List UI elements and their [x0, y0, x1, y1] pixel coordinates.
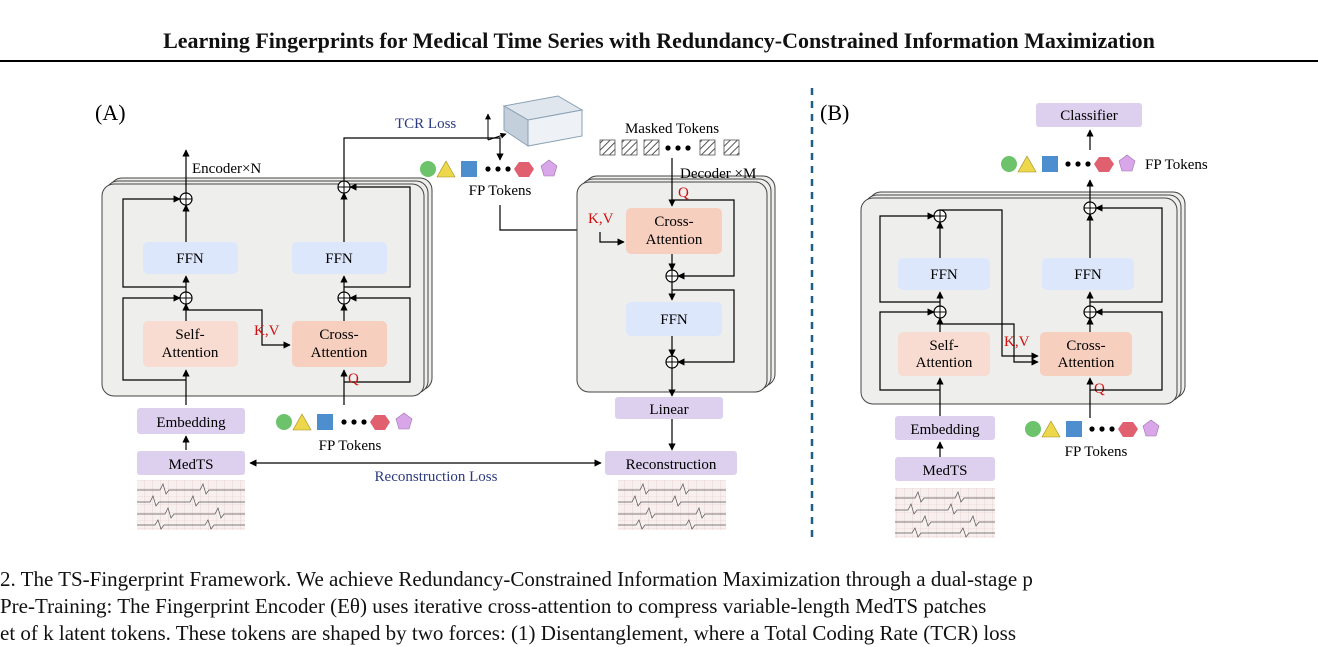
panel-a-label: (A): [95, 100, 126, 125]
b-cross-attention-label-2: Attention: [1058, 355, 1115, 371]
b-ffn-label-1: FFN: [930, 267, 958, 283]
reconstruction-loss-label: Reconstruction Loss: [375, 469, 498, 485]
reconstruction-box: [605, 451, 737, 475]
caption-line-3: et of k latent tokens. These tokens are …: [0, 621, 1016, 645]
encoder-ffn-box-1: [143, 242, 238, 274]
embedding-label: Embedding: [156, 415, 226, 431]
encoder-q-label: Q: [348, 371, 359, 387]
masked-tokens-label: Masked Tokens: [625, 121, 719, 137]
classifier-box: [1036, 103, 1142, 127]
reconstruction-ecg-signal: [618, 480, 726, 530]
panel-b-label: (B): [820, 100, 849, 125]
b-medts-ecg-signal: [895, 488, 995, 538]
embedding-box: [137, 408, 245, 434]
b-cross-attention-label-1: Cross-: [1066, 338, 1105, 354]
reconstruction-label: Reconstruction: [626, 457, 717, 473]
medts-label: MedTS: [169, 457, 214, 473]
decoder-cross-attention-box: [626, 208, 722, 254]
encoder-kv-label: K,V: [254, 323, 280, 339]
decoder-q-label: Q: [678, 185, 689, 201]
masked-tokens: [599, 139, 740, 156]
header-rule: [0, 60, 1318, 62]
encoder-cross-attention-box: [292, 321, 387, 367]
decoder-cross-attention-label-2: Attention: [646, 232, 703, 248]
fp-tokens-top-a: [420, 159, 558, 178]
fp-tokens-bottom-a: [276, 412, 413, 431]
self-attention-label-2: Attention: [162, 345, 219, 361]
fp-tokens-bottom-a-label: FP Tokens: [319, 438, 382, 454]
caption-line-2: Pre-Training: The Fingerprint Encoder (E…: [0, 594, 987, 618]
encoder-cross-attention-label-2: Attention: [311, 345, 368, 361]
decoder-repeat-label: Decoder ×M: [680, 166, 756, 182]
encoder-ffn-label-2: FFN: [325, 251, 353, 267]
caption-line-1: 2. The TS-Fingerprint Framework. We achi…: [0, 567, 1033, 591]
b-kv-label: K,V: [1004, 334, 1030, 350]
fp-tokens-bottom-b-label: FP Tokens: [1065, 444, 1128, 460]
b-medts-label: MedTS: [923, 463, 968, 479]
b-self-attention-label-1: Self-: [929, 338, 958, 354]
b-cross-attention-box: [1040, 332, 1132, 376]
medts-box: [137, 451, 245, 475]
self-attention-label-1: Self-: [175, 327, 204, 343]
fp-tokens-bottom-b: [1025, 419, 1160, 438]
decoder-ffn-box: [626, 302, 722, 336]
b-ffn-label-2: FFN: [1074, 267, 1102, 283]
b-ffn-box-2: [1042, 258, 1134, 290]
b-self-attention-label-2: Attention: [916, 355, 973, 371]
tcr-loss-label: TCR Loss: [395, 116, 456, 132]
decoder-ffn-label: FFN: [660, 312, 688, 328]
linear-label: Linear: [649, 402, 688, 418]
decoder-cross-attention-label-1: Cross-: [654, 214, 693, 230]
framework-figure: (A) Encoder×N FFN Self- Attention FFN Cr…: [95, 88, 1208, 540]
b-self-attention-box: [898, 332, 990, 376]
fp-tokens-top-b-label: FP Tokens: [1145, 157, 1208, 173]
fp-tokens-top-b: [1001, 154, 1136, 173]
tcr-coding-rate-icon: [485, 95, 584, 147]
encoder-repeat-label: Encoder×N: [192, 161, 261, 177]
fp-tokens-top-a-label: FP Tokens: [469, 183, 532, 199]
medts-ecg-signal: [137, 480, 245, 530]
classifier-label: Classifier: [1060, 108, 1118, 124]
b-q-label: Q: [1094, 381, 1105, 397]
figure-caption: 2. The TS-Fingerprint Framework. We achi…: [0, 566, 1318, 647]
b-embedding-box: [895, 416, 995, 440]
encoder-cross-attention-label-1: Cross-: [319, 327, 358, 343]
decoder-kv-label: K,V: [588, 211, 614, 227]
self-attention-box: [143, 321, 238, 367]
linear-box: [615, 397, 723, 419]
b-medts-box: [895, 457, 995, 481]
b-ffn-box-1: [898, 258, 990, 290]
encoder-right-flow: [185, 137, 504, 405]
encoder-ffn-box-2: [292, 242, 387, 274]
b-embedding-label: Embedding: [910, 422, 980, 438]
b-encoder-flow: [879, 179, 1163, 418]
paper-header-title: Learning Fingerprints for Medical Time S…: [163, 28, 1155, 53]
decoder-flow: [599, 158, 735, 451]
encoder-ffn-label-1: FFN: [176, 251, 204, 267]
